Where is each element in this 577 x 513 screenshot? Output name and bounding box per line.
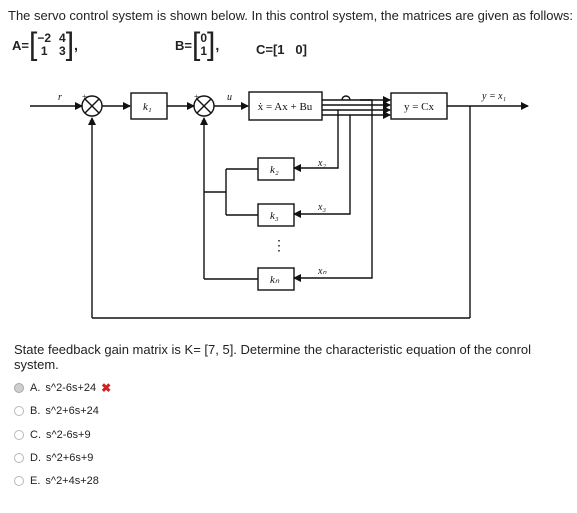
svg-text:+: + — [82, 92, 87, 102]
k2-label: k₂ — [270, 164, 279, 176]
comma: , — [74, 37, 78, 53]
k1-label: k₁ — [143, 101, 152, 113]
option-c[interactable]: C. s^2-6s+9 — [14, 429, 91, 441]
option-b-letter: B. — [30, 405, 41, 417]
option-a-letter: A. — [30, 382, 41, 394]
svg-text:−: − — [201, 116, 207, 127]
option-d-text: s^2+6s+9 — [46, 452, 94, 464]
matrix-b-r2: 1 — [200, 44, 208, 58]
servo-block-diagram: + − + − r k₁ u ẋ = Ax + Bu y = Cx y = x₁… — [30, 91, 529, 319]
option-b-text: s^2+6s+24 — [45, 405, 99, 417]
radio-a[interactable] — [14, 383, 24, 393]
option-c-letter: C. — [30, 429, 41, 441]
matrix-b: B= [ 0 1 ] , — [175, 27, 220, 62]
option-e-text: s^2+4s+28 — [45, 475, 99, 487]
matrix-b-label: B= — [175, 37, 192, 53]
option-d-letter: D. — [30, 452, 41, 464]
svg-text:+: + — [194, 92, 199, 102]
matrix-a-r1c2: 4 — [59, 31, 66, 45]
signal-u-label: u — [227, 92, 232, 103]
state-equation-block — [248, 91, 323, 121]
matrix-a-r1c1: −2 — [37, 31, 52, 45]
option-e[interactable]: E. s^2+4s+28 — [14, 475, 99, 487]
state-equation-label: ẋ = Ax + Bu — [258, 101, 313, 113]
option-b[interactable]: B. s^2+6s+24 — [14, 405, 99, 417]
bracket-right: ] — [207, 27, 216, 62]
matrix-b-r1: 0 — [200, 31, 208, 45]
k3-label: k₃ — [270, 210, 279, 222]
option-a-text: s^2-6s+24 — [45, 382, 97, 394]
bracket-left: [ — [191, 27, 201, 62]
matrix-a-r2c2: 3 — [59, 44, 66, 58]
incorrect-mark-icon: ✖ — [101, 381, 112, 395]
output-equation-label: y = Cx — [404, 101, 435, 113]
radio-e[interactable] — [14, 476, 24, 486]
x3-label: x₃ — [317, 202, 326, 213]
matrix-a-grid: −2 4 1 3 — [37, 32, 65, 58]
matrix-a: A= [ −2 4 1 3 ] , — [12, 27, 78, 62]
matrix-a-r2c1: 1 — [40, 44, 48, 58]
matrix-a-label: A= — [12, 37, 29, 53]
matrix-b-grid: 0 1 — [200, 32, 207, 58]
output-y-label: y = x₁ — [481, 91, 506, 102]
kn-label: kₙ — [270, 274, 280, 286]
ellipsis-dots: ⋮ — [272, 239, 286, 254]
xn-label: xₙ — [317, 266, 327, 277]
option-e-letter: E. — [30, 475, 41, 487]
signal-r-label: r — [58, 92, 62, 103]
bracket-right: ] — [65, 27, 75, 62]
svg-text:−: − — [89, 116, 95, 127]
matrix-c: C=[1 0] — [256, 42, 307, 57]
radio-c[interactable] — [14, 430, 24, 440]
option-d[interactable]: D. s^2+6s+9 — [14, 452, 93, 464]
option-a[interactable]: A. s^2-6s+24 ✖ — [14, 381, 111, 395]
question-prompt: The servo control system is shown below.… — [8, 8, 574, 23]
bracket-left: [ — [28, 27, 38, 62]
comma: , — [215, 37, 220, 53]
question-text: State feedback gain matrix is K= [7, 5].… — [14, 342, 532, 372]
radio-d[interactable] — [14, 453, 24, 463]
option-c-text: s^2-6s+9 — [46, 429, 91, 441]
radio-b[interactable] — [14, 406, 24, 416]
x2-label: x₂ — [317, 158, 326, 169]
